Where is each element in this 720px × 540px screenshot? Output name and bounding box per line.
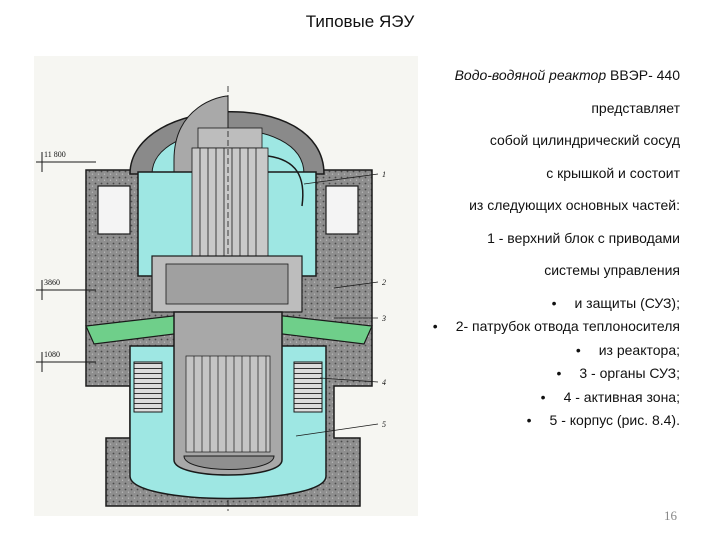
description-line: с крышкой и состоит [546,164,680,181]
list-item: 5 - корпус (рис. 8.4). [380,411,680,435]
list-item: и защиты (СУЗ); [380,294,680,318]
control-rod-drives [191,127,269,266]
page-number: 16 [664,508,677,523]
spring-left [133,361,163,413]
description-line: системы управления [544,262,680,278]
list-item: 3 - органы СУЗ; [380,364,680,388]
elevation-label-bottom: 1080 [44,350,60,359]
niche-right [325,185,359,235]
description-line: 1 - верхний блок с приводами [487,229,680,246]
vessel-bottom [183,455,275,470]
reactor-model: ВВЭР- 440 [606,67,680,83]
slide-title: Типовые ЯЭУ [305,12,415,31]
drive-cable [267,155,304,207]
spring-right [293,361,323,413]
description-intro: Водо-водяной реактор ВВЭР- 440 [380,66,680,99]
part-label-1: 1 [382,170,386,179]
part-label-2: 2 [382,278,386,287]
description-line: из следующих основных частей: [469,197,680,213]
reactor-diagram: 11 800 3860 1080 1 2 3 4 5 [34,56,418,516]
reactor-name: Водо-водяной реактор [454,67,607,83]
active-core [185,355,271,453]
list-item: 2- патрубок отвода теплоносителя [380,317,680,341]
description-text: Водо-водяной реактор ВВЭР- 440 представл… [380,66,680,435]
elevation-label-top: 11 800 [44,150,66,159]
part-leader-lines [295,173,379,437]
description-line: собой цилиндрический сосуд [489,132,680,148]
niche-left [97,185,131,235]
parts-list: и защиты (СУЗ); 2- патрубок отвода тепло… [380,294,680,435]
list-item: 4 - активная зона; [380,388,680,412]
elevation-markers [36,152,96,372]
list-item: из реактора; [380,341,680,365]
head-shade [165,263,289,305]
elevation-label-mid: 3860 [44,278,60,287]
reactor-cross-section: 11 800 3860 1080 1 2 3 4 5 [34,56,418,516]
description-line: представляет [591,99,680,116]
